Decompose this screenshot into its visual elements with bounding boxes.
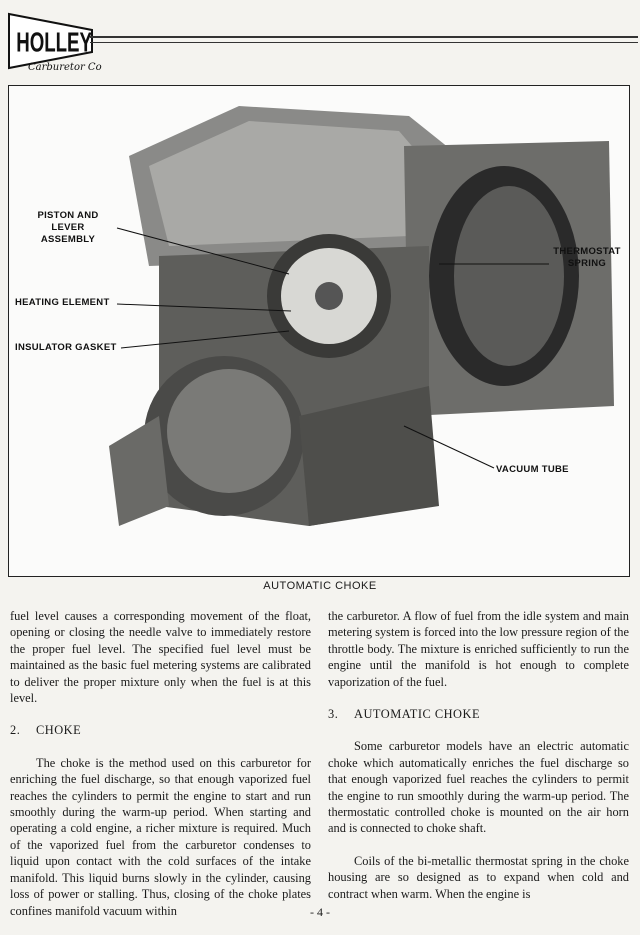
holley-logo: HOLLEY Carburetor Co.	[8, 12, 102, 72]
label-heating-element: HEATING ELEMENT	[15, 297, 110, 308]
label-thermostat-spring: THERMOSTAT SPRING	[553, 246, 621, 269]
carburetor-illustration	[9, 86, 629, 576]
header-rule	[90, 36, 638, 38]
paragraph: fuel level causes a corresponding moveme…	[10, 609, 311, 706]
section-number: 2.	[10, 723, 21, 738]
figure-caption: AUTOMATIC CHOKE	[263, 580, 377, 592]
section-number: 3.	[328, 707, 339, 722]
page-number: - 4 -	[310, 905, 330, 919]
section-heading: 3. AUTOMATIC CHOKE	[328, 706, 629, 722]
section-title: AUTOMATIC CHOKE	[354, 707, 481, 722]
left-column: fuel level causes a corresponding moveme…	[10, 608, 311, 935]
paragraph: Coils of the bi-metallic thermostat spri…	[328, 853, 629, 901]
section-heading: 2. CHOKE	[10, 722, 311, 738]
paragraph: the carburetor. A flow of fuel from the …	[328, 609, 629, 689]
label-insulator-gasket: INSULATOR GASKET	[15, 342, 117, 353]
section-title: CHOKE	[36, 723, 82, 738]
header-rule	[90, 42, 638, 43]
carburetor-photo: PISTON AND LEVER ASSEMBLY HEATING ELEMEN…	[8, 85, 630, 577]
right-column: the carburetor. A flow of fuel from the …	[328, 608, 629, 918]
svg-text:HOLLEY: HOLLEY	[16, 27, 92, 57]
svg-text:Carburetor Co.: Carburetor Co.	[28, 62, 102, 72]
paragraph: Some carburetor models have an electric …	[328, 739, 629, 836]
label-piston-lever-assembly: PISTON AND LEVER ASSEMBLY	[37, 210, 99, 245]
label-vacuum-tube: VACUUM TUBE	[496, 464, 569, 475]
paragraph: The choke is the method used on this car…	[10, 755, 311, 918]
